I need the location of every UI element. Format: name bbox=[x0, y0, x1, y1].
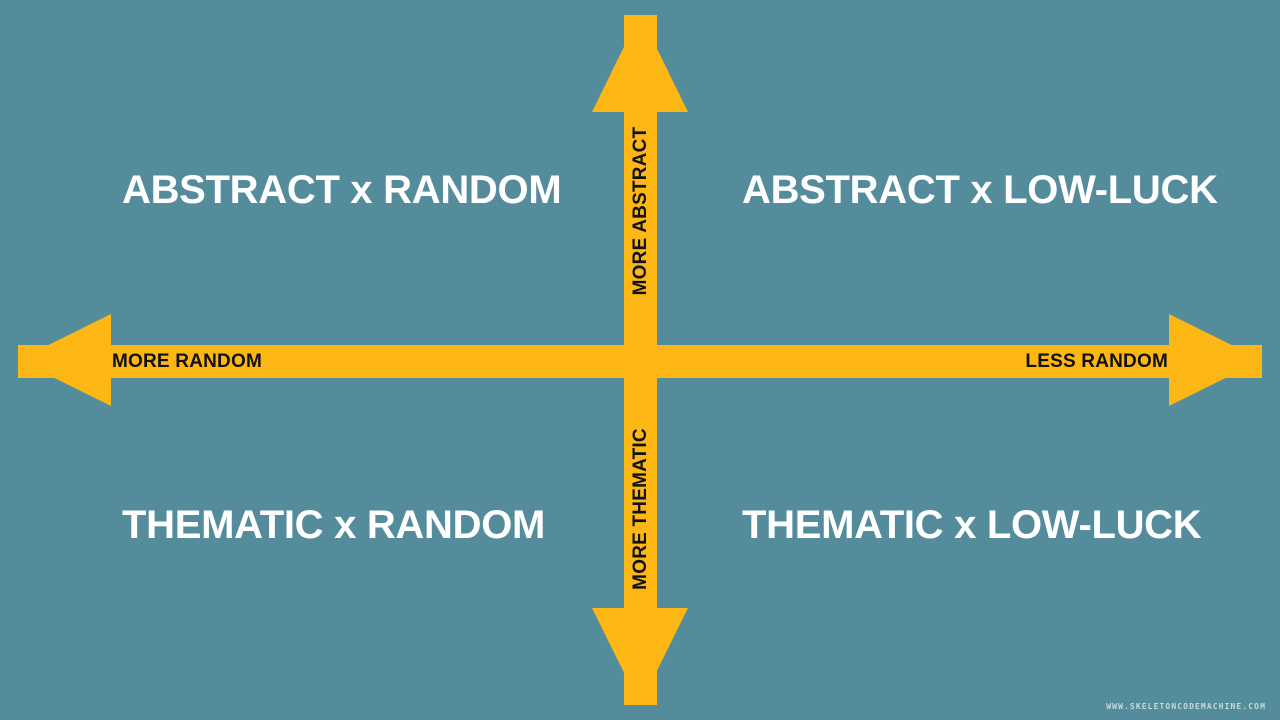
axis-label-less-random: LESS RANDOM bbox=[1025, 351, 1168, 372]
axis-label-more-abstract-text: MORE ABSTRACT bbox=[629, 126, 651, 296]
axis-label-more-random: MORE RANDOM bbox=[112, 351, 262, 372]
quadrant-label-bottom-left: THEMATIC x RANDOM bbox=[122, 503, 546, 547]
arrow-down-icon bbox=[592, 608, 688, 705]
arrow-left-icon bbox=[18, 314, 111, 406]
watermark: WWW.SKELETONCODEMACHINE.COM bbox=[1106, 702, 1266, 711]
quadrant-label-top-left: ABSTRACT x RANDOM bbox=[122, 168, 562, 212]
quadrant-label-top-right: ABSTRACT x LOW-LUCK bbox=[742, 168, 1218, 212]
axis-label-more-thematic-text: MORE THEMATIC bbox=[629, 427, 651, 590]
quadrant-label-bottom-right: THEMATIC x LOW-LUCK bbox=[742, 503, 1202, 547]
axis-label-more-abstract: MORE ABSTRACT bbox=[624, 122, 657, 302]
axis-label-more-thematic: MORE THEMATIC bbox=[624, 422, 657, 597]
vertical-axis-shaft bbox=[624, 15, 657, 705]
arrow-right-icon bbox=[1169, 314, 1262, 406]
arrow-up-icon bbox=[592, 14, 688, 112]
